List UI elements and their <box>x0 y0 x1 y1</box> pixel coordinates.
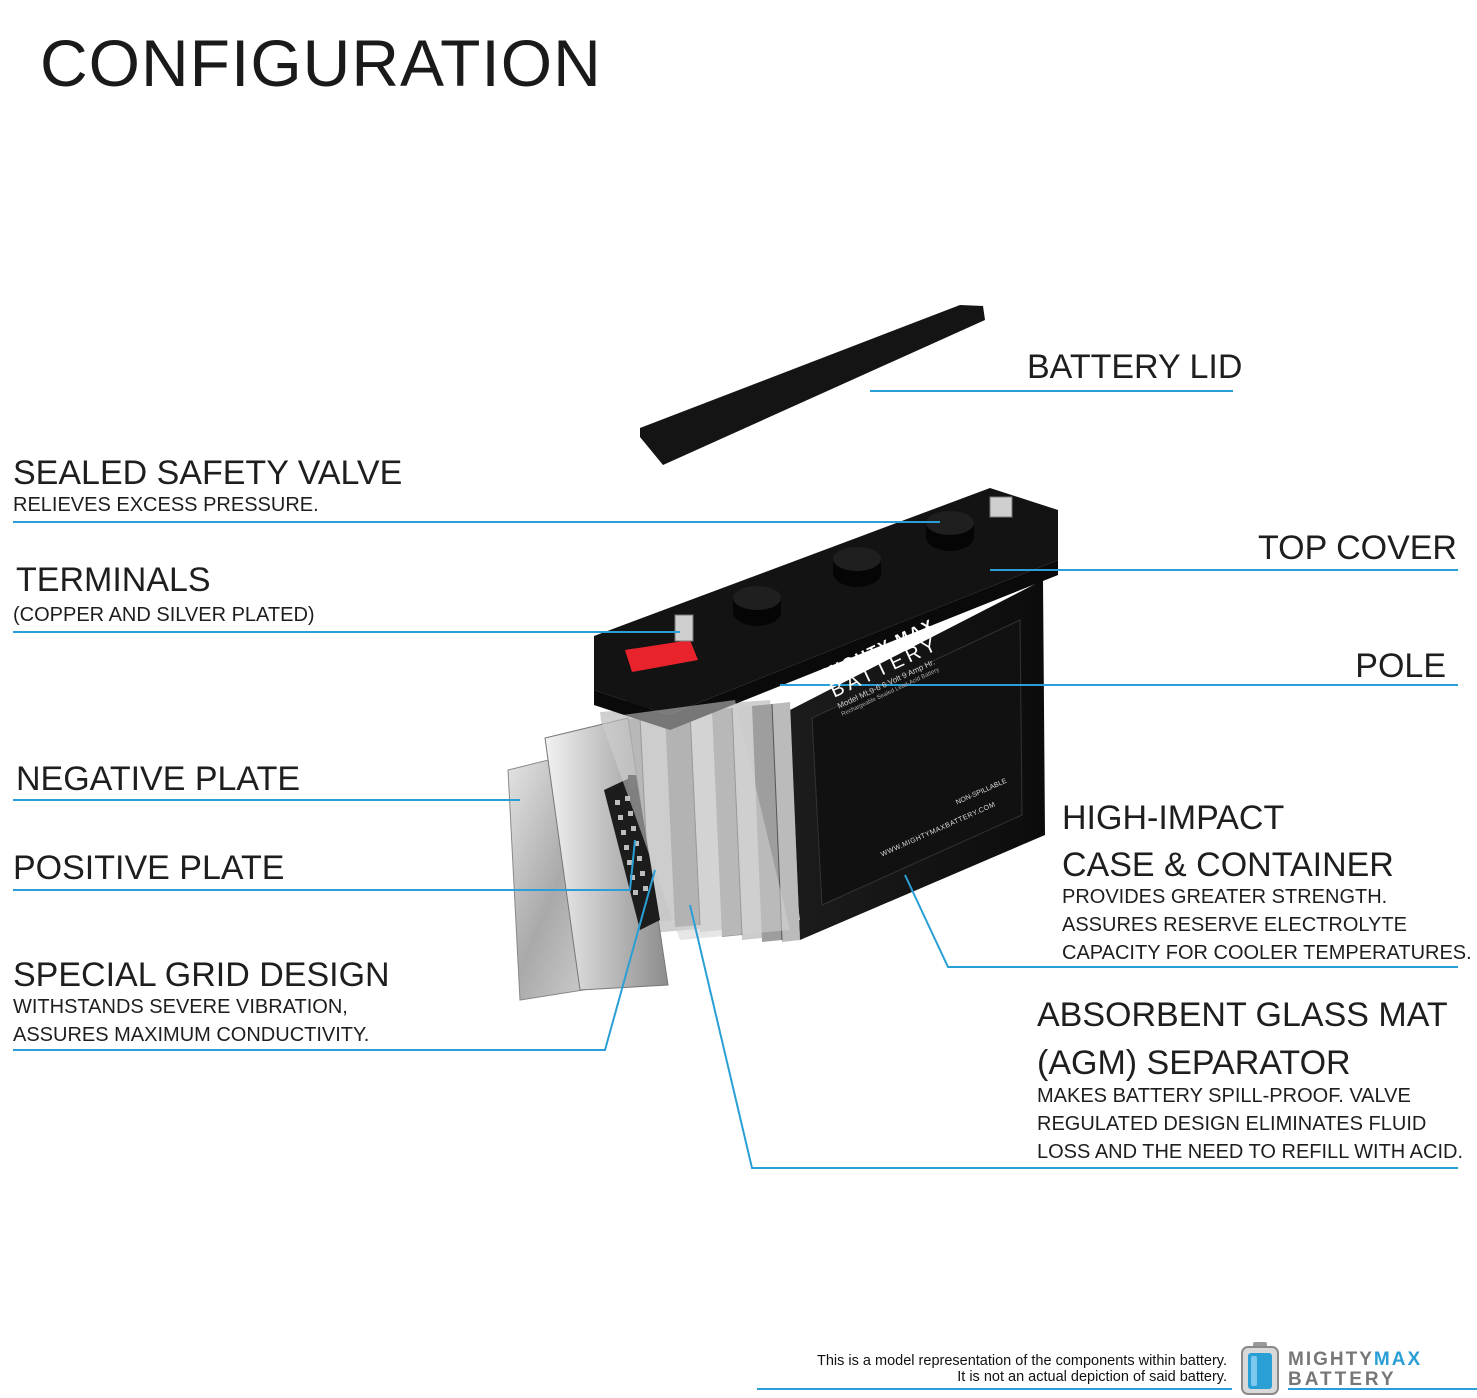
leader-agm <box>689 904 1458 1169</box>
label-agm-separator: (AGM) SEPARATOR <box>1037 1044 1351 1082</box>
label-high-impact: HIGH-IMPACT <box>1062 799 1285 837</box>
label-absorbent-glass-mat: ABSORBENT GLASS MAT <box>1037 996 1448 1034</box>
leader-case <box>904 874 1458 968</box>
footer-note-1: This is a model representation of the co… <box>817 1353 1227 1369</box>
label-special-grid-design: SPECIAL GRID DESIGN <box>13 956 390 994</box>
desc-case-2: ASSURES RESERVE ELECTROLYTE <box>1062 914 1407 936</box>
footer-logo-text: MIGHTYMAX BATTERY <box>1288 1350 1422 1390</box>
page-title: CONFIGURATION <box>40 26 602 100</box>
desc-sealed-safety-valve: RELIEVES EXCESS PRESSURE. <box>13 494 319 516</box>
desc-grid-2: ASSURES MAXIMUM CONDUCTIVITY. <box>13 1024 370 1046</box>
footer-note-2: It is not an actual depiction of said ba… <box>957 1369 1227 1385</box>
footer-logo-max: MAX <box>1373 1349 1423 1370</box>
battery-lid <box>640 305 985 465</box>
footer-logo-mighty: MIGHTY <box>1288 1349 1374 1370</box>
desc-case-3: CAPACITY FOR COOLER TEMPERATURES. <box>1062 942 1472 964</box>
grid-holes <box>615 796 648 895</box>
leader-grid <box>13 869 656 1051</box>
separator-plate <box>600 700 790 940</box>
desc-agm-3: LOSS AND THE NEED TO REFILL WITH ACID. <box>1037 1141 1464 1163</box>
red-terminal-marker <box>625 640 698 672</box>
positive-plate-grid <box>604 775 660 930</box>
footer-logo-battery: BATTERY <box>1288 1369 1397 1390</box>
label-battery-lid: BATTERY LID <box>1027 348 1243 386</box>
label-positive-plate: POSITIVE PLATE <box>13 849 285 887</box>
terminal-negative <box>989 496 1013 518</box>
battery-logo-icon <box>1241 1342 1279 1395</box>
label-negative-plate: NEGATIVE PLATE <box>16 760 301 798</box>
desc-agm-1: MAKES BATTERY SPILL-PROOF. VALVE <box>1037 1085 1411 1107</box>
label-top-cover: TOP COVER <box>1257 529 1457 567</box>
leader-positive-plate <box>13 839 636 891</box>
terminal-positive <box>674 614 694 642</box>
label-sealed-safety-valve: SEALED SAFETY VALVE <box>13 454 403 492</box>
desc-grid-1: WITHSTANDS SEVERE VIBRATION, <box>13 996 348 1018</box>
desc-case-1: PROVIDES GREATER STRENGTH. <box>1062 886 1388 908</box>
battery-label-panel <box>811 619 1023 906</box>
label-terminals: TERMINALS <box>16 561 211 599</box>
leader-lines <box>13 390 1477 1390</box>
desc-agm-2: REGULATED DESIGN ELIMINATES FLUID <box>1037 1113 1427 1135</box>
desc-terminals: (COPPER AND SILVER PLATED) <box>13 604 315 626</box>
label-case-container: CASE & CONTAINER <box>1062 846 1394 884</box>
label-pole: POLE <box>1355 647 1446 685</box>
